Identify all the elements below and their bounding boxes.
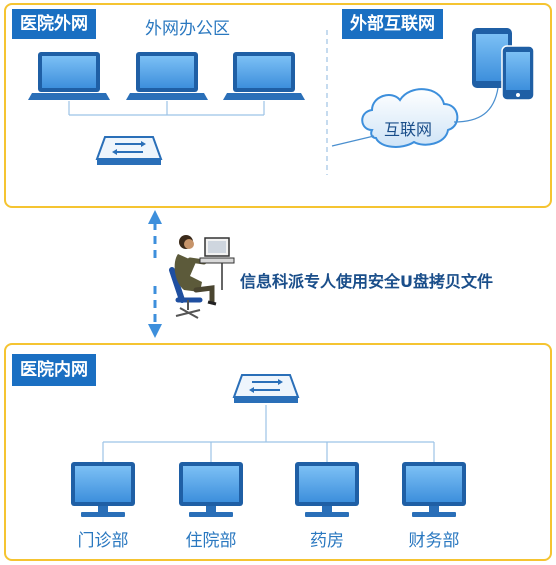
dept-label-pharmacy: 药房 xyxy=(310,531,344,551)
internet-cloud-icon xyxy=(361,88,459,148)
desktop-inpatient xyxy=(179,462,243,517)
inner-switch-icon xyxy=(233,374,299,404)
outer-network-links xyxy=(68,101,265,116)
desktop-pharmacy xyxy=(295,462,359,517)
dept-label-finance: 财务部 xyxy=(408,531,460,551)
internet-link xyxy=(331,135,375,147)
outer-network-title: 医院外网 xyxy=(12,9,96,39)
office-area-label: 外网办公区 xyxy=(145,19,230,39)
dept-label-outpatient: 门诊部 xyxy=(77,531,129,551)
desktop-finance xyxy=(402,462,466,517)
desktop-outpatient xyxy=(71,462,135,517)
operator-at-computer-icon xyxy=(169,235,235,319)
internet-cloud-label: 互联网 xyxy=(384,120,433,139)
outer-switch-icon xyxy=(96,136,162,166)
dept-label-inpatient: 住院部 xyxy=(185,531,237,551)
transfer-caption: 信息科派专人使用安全U盘拷贝文件 xyxy=(240,272,493,291)
inner-network-title: 医院内网 xyxy=(12,354,96,386)
office-laptop-3 xyxy=(223,52,305,100)
phone-icon xyxy=(501,45,535,101)
office-laptop-2 xyxy=(126,52,208,100)
inner-network-links xyxy=(102,405,435,462)
internet-zone-title: 外部互联网 xyxy=(342,9,443,39)
office-laptop-1 xyxy=(28,52,110,100)
